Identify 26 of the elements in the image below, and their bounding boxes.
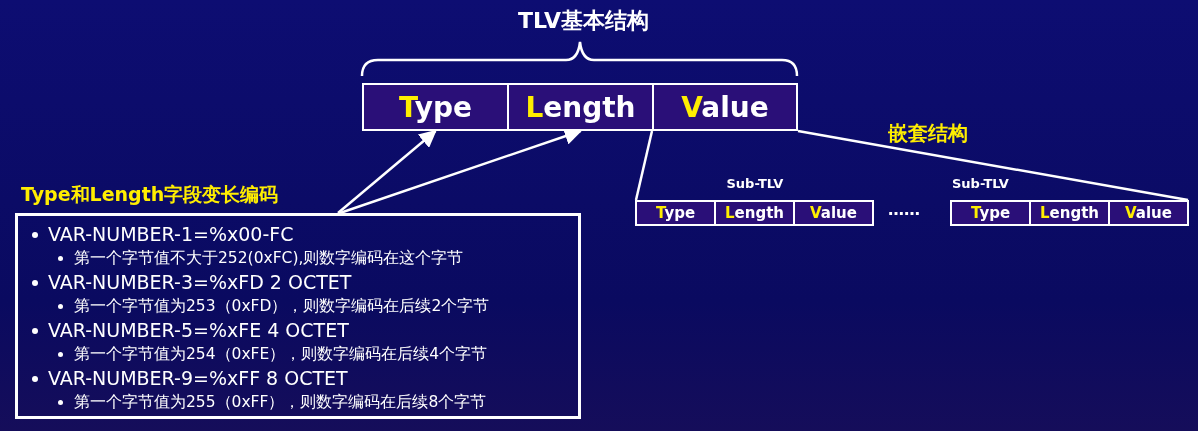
ellipsis: …… <box>888 200 920 219</box>
nested-label: 嵌套结构 <box>888 120 968 147</box>
field-cell: Length <box>507 83 654 131</box>
list-item: VAR-NUMBER-1=%x00-FC <box>26 222 570 246</box>
list-item: VAR-NUMBER-5=%xFE 4 OCTET <box>26 318 570 342</box>
group-heading: Sub-TLV <box>952 176 1009 191</box>
connector-line <box>634 130 654 201</box>
field-cell: Length <box>714 200 795 226</box>
list-item: 第一个字节值不大于252(0xFC),则数字编码在这个字节 <box>52 246 570 270</box>
field-cell: Type <box>635 200 716 226</box>
list-item: VAR-NUMBER-9=%xFF 8 OCTET <box>26 366 570 390</box>
field-cell: Value <box>652 83 798 131</box>
title: TLV基本结构 <box>518 7 650 35</box>
list-item: 第一个字节值为253（0xFD），则数字编码在后续2个字节 <box>52 294 570 318</box>
group-heading: Sub-TLV <box>726 176 784 191</box>
field-cell: Type <box>950 200 1031 226</box>
list-item: VAR-NUMBER-3=%xFD 2 OCTET <box>26 270 570 294</box>
field-cell: Type <box>362 83 509 131</box>
field-cell: Length <box>1029 200 1110 226</box>
field-cell: Value <box>1108 200 1189 226</box>
connector-line <box>797 129 1189 202</box>
field-cell: Value <box>793 200 874 226</box>
list-item: 第一个字节值为254（0xFE），则数字编码在后续4个字节 <box>52 342 570 366</box>
arrow <box>337 129 437 214</box>
section-heading: Type和Length字段变长编码 <box>21 182 279 207</box>
list-item: 第一个字节值为255（0xFF），则数字编码在后续8个字节 <box>52 390 570 414</box>
